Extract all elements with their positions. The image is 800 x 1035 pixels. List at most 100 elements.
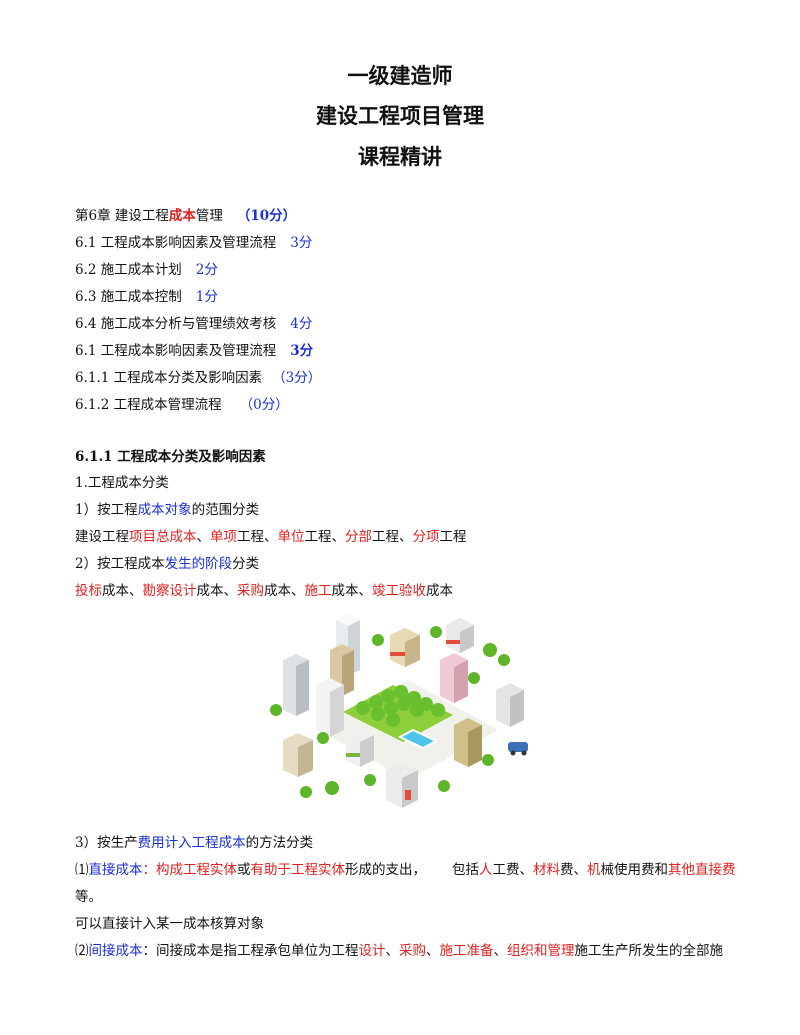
toc-item: 6.4 施工成本分析与管理绩效考核 4分: [75, 315, 312, 333]
park-trees: [356, 685, 445, 727]
text-run: 3）按生产: [75, 835, 138, 851]
toc-item-score: 2分: [195, 262, 218, 278]
toc-chapter-red: 成本: [168, 208, 196, 224]
bottom-center-shop: [346, 728, 374, 767]
text-run: 其他直接费: [668, 862, 736, 878]
text-run: 、: [426, 943, 440, 959]
street-trees: [270, 626, 510, 798]
text-run: 形成的支出，: [345, 862, 426, 878]
text-run: 建设工程: [75, 529, 129, 545]
text-run: ⑴: [75, 862, 89, 878]
text-run: 、: [385, 943, 400, 959]
text-run: 人: [479, 862, 493, 878]
toc-item-score: （3分）: [272, 370, 322, 386]
city-illustration: [270, 614, 528, 808]
text-run: ：: [142, 862, 157, 878]
text-run: 设计: [358, 943, 386, 959]
text-run: 施工准备: [439, 943, 494, 959]
toc-item-text: 6.4 施工成本分析与管理绩效考核: [75, 316, 277, 332]
text-run: ⑵: [75, 943, 89, 959]
toc-item: 6.1 工程成本影响因素及管理流程 3分: [75, 234, 312, 252]
toc-item-text: 6.1.1 工程成本分类及影响因素: [75, 370, 263, 386]
toc-item-text: 6.1 工程成本影响因素及管理流程: [75, 235, 277, 251]
text-run: 械使用费和: [600, 862, 669, 878]
text-run: 材料: [533, 862, 560, 878]
toc-item: 6.2 施工成本计划 2分: [75, 261, 218, 279]
paragraph: 1）按工程成本对象的范围分类: [75, 501, 259, 519]
text-run: ：间接成本是指工程承包单位为工程: [142, 943, 359, 959]
pool: [397, 728, 439, 750]
text-run: 间接成本: [88, 943, 143, 959]
toc-item: 6.1.2 工程成本管理流程 （0分）: [75, 396, 289, 414]
text-run: 1）按工程: [75, 502, 138, 518]
text-run: 工程: [439, 529, 467, 545]
text-run: 成本、: [102, 583, 143, 599]
paragraph: 3）按生产费用计入工程成本的方法分类: [75, 834, 313, 852]
toc-item-score: 3分: [290, 235, 313, 251]
toc-item-text: 6.1.2 工程成本管理流程: [75, 397, 222, 413]
toc-item-text: 6.2 施工成本计划: [75, 262, 182, 278]
toc-item-score: 3分: [290, 343, 314, 359]
paragraph: 1.工程成本分类: [75, 475, 169, 491]
text-run: 、: [196, 529, 211, 545]
text-run: 施工生产所发生的全部施: [574, 943, 724, 959]
text-run: 或: [237, 862, 251, 878]
text-run: 采购: [399, 943, 426, 959]
text-run: 工程、: [237, 529, 278, 545]
text-run: 分项: [412, 529, 440, 545]
text-run: 投标: [75, 583, 102, 599]
text-run: 勘察设计: [142, 583, 197, 599]
text-run: 成本对象: [137, 502, 192, 518]
text-run: 、: [493, 943, 508, 959]
toc-chapter-suffix: 管理: [195, 208, 223, 224]
toc-item-score: 4分: [290, 316, 313, 332]
cafe-building: [446, 618, 474, 653]
paragraph: 2）按工程成本发生的阶段分类: [75, 555, 259, 573]
section-heading: 6.1.1 工程成本分类及影响因素: [75, 449, 266, 465]
olive-building: [454, 718, 482, 767]
text-run: 成本、: [331, 583, 373, 599]
grey-building: [283, 654, 309, 716]
doc-title-line1: 一级建造师: [347, 64, 453, 88]
toc-item: 6.1.1 工程成本分类及影响因素 （3分）: [75, 369, 321, 387]
toc-item-score: （0分）: [239, 397, 289, 413]
pink-building: [440, 653, 468, 703]
text-run: 成本、: [196, 583, 238, 599]
car: [508, 742, 528, 756]
toc-chapter-prefix: 第6章 建设工程: [75, 208, 169, 224]
text-run: 单位: [277, 529, 305, 545]
paragraph: 投标成本、勘察设计成本、采购成本、施工成本、竣工验收成本: [75, 582, 453, 600]
text-run: 2）按工程成本: [75, 556, 165, 572]
text-run: 成本、: [264, 583, 305, 599]
text-run: 工程、: [304, 529, 346, 545]
toc-item: 6.3 施工成本控制 1分: [75, 288, 218, 306]
right-building: [496, 683, 524, 727]
text-run: 的范围分类: [191, 502, 260, 518]
paragraph: 建设工程项目总成本、单项工程、单位工程、分部工程、分项工程: [75, 528, 467, 546]
text-run: 发生的阶段: [164, 556, 233, 572]
paragraph: ⑵间接成本：间接成本是指工程承包单位为工程设计、采购、施工准备、组织和管理施工生…: [75, 942, 723, 960]
text-run: 包括: [452, 862, 479, 878]
paragraph: 等。: [75, 889, 102, 905]
paragraph: 可以直接计入某一成本核算对象: [75, 916, 264, 932]
text-run: 直接成本: [88, 862, 143, 878]
text-run: 工程、: [372, 529, 413, 545]
text-run: 组织和管理: [507, 943, 575, 959]
bottom-building: [386, 762, 418, 808]
text-run: 有助于工程实体: [250, 862, 346, 878]
toc-chapter-score: （10分）: [236, 208, 297, 224]
text-run: 构成工程实体: [156, 862, 237, 878]
text-run: 项目总成本: [129, 529, 197, 545]
text-run: 分类: [232, 556, 260, 572]
toc-item-score: 1分: [195, 289, 218, 305]
text-run: 成本: [426, 583, 453, 599]
text-run: 竣工验收: [372, 583, 426, 599]
bottom-left-shop: [283, 733, 313, 777]
paragraph: ⑴直接成本：构成工程实体或有助于工程实体形成的支出，包括人工费、材料费、机械使用…: [75, 861, 736, 879]
toc-item-text: 6.3 施工成本控制: [75, 289, 182, 305]
text-run: 采购: [237, 583, 264, 599]
text-run: 施工: [304, 583, 332, 599]
text-run: 费、: [560, 862, 587, 878]
toc-chapter: 第6章 建设工程成本管理 （10分）: [75, 207, 296, 225]
